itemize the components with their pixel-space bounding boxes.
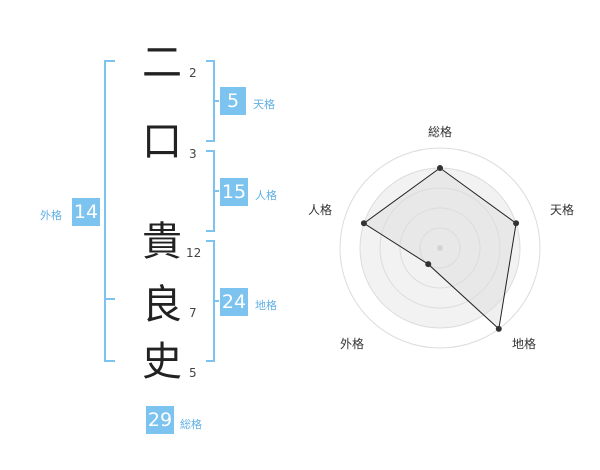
radar-point [437,165,443,171]
chi-label: 地格 [255,299,277,312]
radar-ring [399,207,481,289]
jin-label: 人格 [255,189,277,202]
radar-ring [379,187,501,309]
radar-center-dot [437,245,443,251]
radar-axis-label-jin: 人格 [308,203,333,217]
radar-point [495,325,502,332]
gai-bracket [104,60,115,362]
name-char-4: 良 [142,282,182,328]
name-char-1: 二 [142,40,182,86]
chi-value-box: 24 [220,288,248,316]
jin-bracket-tick [213,190,219,192]
ten-bracket-tick [213,100,219,102]
sou-label: 総格 [180,418,202,431]
stroke-count-3: 12 [186,246,202,260]
radar-point [513,220,520,227]
radar-point [360,220,367,227]
radar-ring [419,227,461,269]
chi-bracket-tick [213,300,219,302]
name-char-2: 口 [142,119,182,165]
radar-series-polygon [363,167,517,330]
jin-value-box: 15 [220,178,248,206]
gai-bracket-split [104,298,115,300]
radar-ring [339,147,541,349]
ten-label: 天格 [253,98,275,111]
name-char-3: 貴 [142,219,182,265]
stroke-count-4: 7 [189,306,197,320]
stroke-count-1: 2 [189,66,197,80]
gai-label: 外格 [40,209,62,222]
stroke-count-2: 3 [189,147,197,161]
stroke-count-5: 5 [189,366,197,380]
name-char-5: 史 [142,339,182,385]
radar-axis-label-gai: 外格 [340,337,365,351]
radar-axis-label-sou: 総格 [428,125,453,139]
ten-value-box: 5 [220,87,246,115]
radar-axis-label-chi: 地格 [512,337,537,351]
radar-axis-label-ten: 天格 [550,203,575,217]
gai-value-box: 14 [72,198,100,226]
sou-value-box: 29 [146,406,174,434]
radar-point [425,261,432,268]
